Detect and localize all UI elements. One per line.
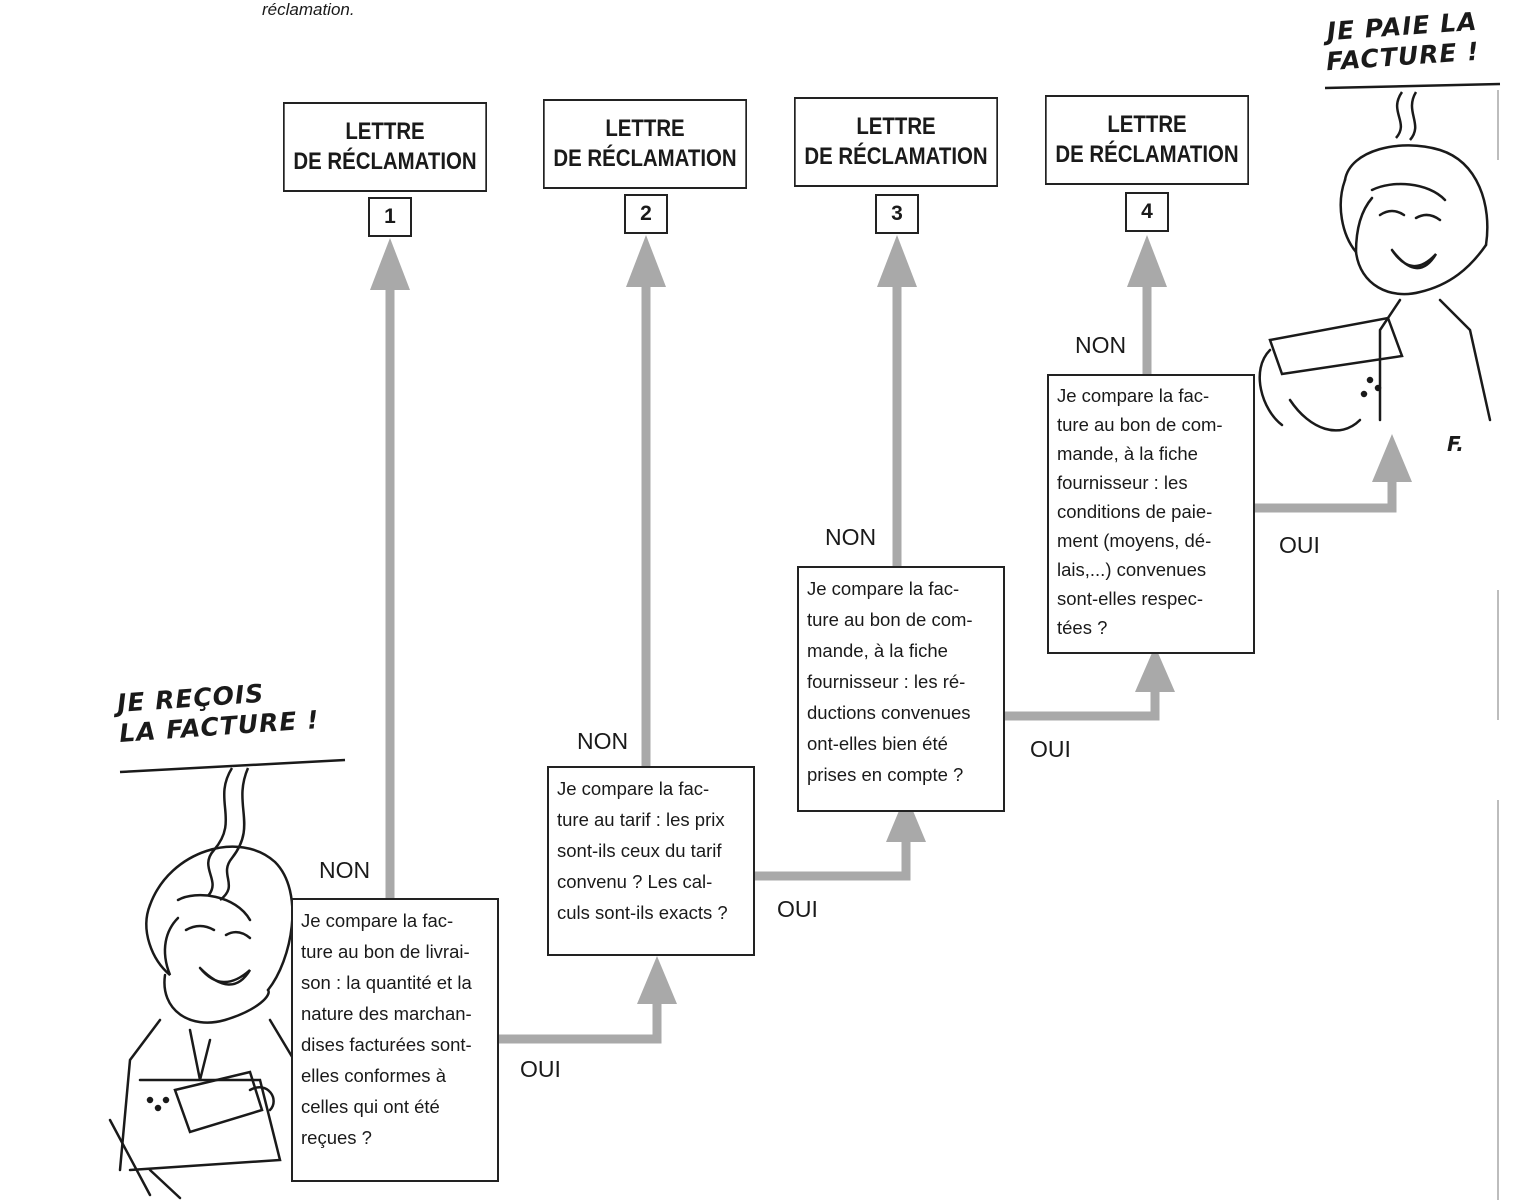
oui-arrow-4 xyxy=(1253,478,1397,513)
check-3-line: Je compare la fac- xyxy=(807,578,960,599)
end-bubble-tail xyxy=(1324,82,1501,141)
letter-1-line2: DE RÉCLAMATION xyxy=(293,148,477,175)
check-1-line: ture au bon de livrai- xyxy=(301,941,470,962)
check-3-line: ont-elles bien été xyxy=(807,733,948,754)
oui-arrow-1 xyxy=(498,1000,662,1044)
right-character-illustration xyxy=(1258,144,1492,432)
check-3-line: ductions convenues xyxy=(807,702,971,723)
letter-box-4: LETTRE DE RÉCLAMATION xyxy=(1045,95,1249,185)
check-2-line: convenu ? Les cal- xyxy=(557,871,713,892)
check-4-line: ture au bon de com- xyxy=(1057,414,1223,435)
check-4-line: tées ? xyxy=(1057,617,1108,638)
letter-4-line2: DE RÉCLAMATION xyxy=(1055,141,1239,168)
letter-box-2: LETTRE DE RÉCLAMATION xyxy=(543,99,747,189)
letter-3-line2: DE RÉCLAMATION xyxy=(804,143,988,170)
letter-4-line1: LETTRE xyxy=(1107,111,1187,138)
start-bubble-tail xyxy=(119,758,346,901)
check-3-line: mande, à la fiche xyxy=(807,640,948,661)
letter-1-line1: LETTRE xyxy=(345,118,425,145)
check-3-line: prises en compte ? xyxy=(807,764,964,785)
check-box-4: Je compare la fac- ture au bon de com- m… xyxy=(1047,374,1255,654)
letter-number-2: 2 xyxy=(624,194,668,234)
letter-number-3: 3 xyxy=(875,194,919,234)
letter-2-line1: LETTRE xyxy=(605,115,685,142)
check-box-2: Je compare la fac- ture au tarif : les p… xyxy=(547,766,755,956)
check-1-line: dises facturées sont- xyxy=(301,1034,472,1055)
check-2-line: culs sont-ils exacts ? xyxy=(557,902,728,923)
oui-arrowhead-1 xyxy=(637,956,677,1004)
check-4-line: fournisseur : les xyxy=(1057,472,1188,493)
check-1-line: reçues ? xyxy=(301,1127,372,1148)
check-4-line: ment (moyens, dé- xyxy=(1057,530,1212,551)
artist-signature: F. xyxy=(1447,432,1464,456)
check-2-line: sont-ils ceux du tarif xyxy=(557,840,722,861)
oui-arrow-2 xyxy=(753,838,911,881)
check-1-line: son : la quantité et la xyxy=(301,972,472,993)
check-4-line: sont-elles respec- xyxy=(1057,588,1204,609)
oui-label-2: OUI xyxy=(777,896,818,922)
check-3-line: fournisseur : les ré- xyxy=(807,671,966,692)
letter-2-line2: DE RÉCLAMATION xyxy=(553,145,737,172)
end-speech-bubble: JE PAIE LA FACTURE ! xyxy=(1323,7,1480,78)
check-2-line: Je compare la fac- xyxy=(557,778,710,799)
oui-label-3: OUI xyxy=(1030,736,1071,762)
check-1-line: Je compare la fac- xyxy=(301,910,454,931)
non-arrowhead-2 xyxy=(626,235,666,287)
oui-arrowhead-4 xyxy=(1372,434,1412,482)
non-arrowhead-1 xyxy=(370,238,410,290)
check-2-line: ture au tarif : les prix xyxy=(557,809,725,830)
check-box-1: Je compare la fac- ture au bon de livrai… xyxy=(291,898,499,1182)
check-1-line: nature des marchan- xyxy=(301,1003,472,1024)
non-label-1: NON xyxy=(319,857,371,883)
letter-3-line1: LETTRE xyxy=(856,113,936,140)
non-label-4: NON xyxy=(1075,332,1127,358)
letter-box-3: LETTRE DE RÉCLAMATION xyxy=(794,97,998,187)
arrow-lines xyxy=(385,282,1397,1044)
check-4-line: Je compare la fac- xyxy=(1057,385,1210,406)
check-1-line: elles conformes à xyxy=(301,1065,446,1086)
non-label-2: NON xyxy=(577,728,629,754)
letter-box-1: LETTRE DE RÉCLAMATION xyxy=(283,102,487,192)
non-arrowhead-4 xyxy=(1127,235,1167,287)
oui-arrowhead-3 xyxy=(1135,646,1175,692)
oui-label-1: OUI xyxy=(520,1056,561,1082)
check-box-3: Je compare la fac- ture au bon de com- m… xyxy=(797,566,1005,812)
caption-text: réclamation. xyxy=(262,0,355,19)
letter-number-1: 1 xyxy=(368,197,412,237)
check-4-line: lais,...) convenues xyxy=(1057,559,1207,580)
oui-label-4: OUI xyxy=(1279,532,1320,558)
arrow-heads xyxy=(370,235,1412,1004)
left-character-illustration xyxy=(108,845,302,1200)
check-4-line: conditions de paie- xyxy=(1057,501,1213,522)
oui-arrowhead-2 xyxy=(886,794,926,842)
letter-number-4: 4 xyxy=(1125,192,1169,232)
check-1-line: celles qui ont été xyxy=(301,1096,440,1117)
check-3-line: ture au bon de com- xyxy=(807,609,973,630)
check-4-line: mande, à la fiche xyxy=(1057,443,1198,464)
non-label-3: NON xyxy=(825,524,877,550)
oui-arrow-3 xyxy=(1004,688,1160,721)
non-arrowhead-3 xyxy=(877,235,917,287)
